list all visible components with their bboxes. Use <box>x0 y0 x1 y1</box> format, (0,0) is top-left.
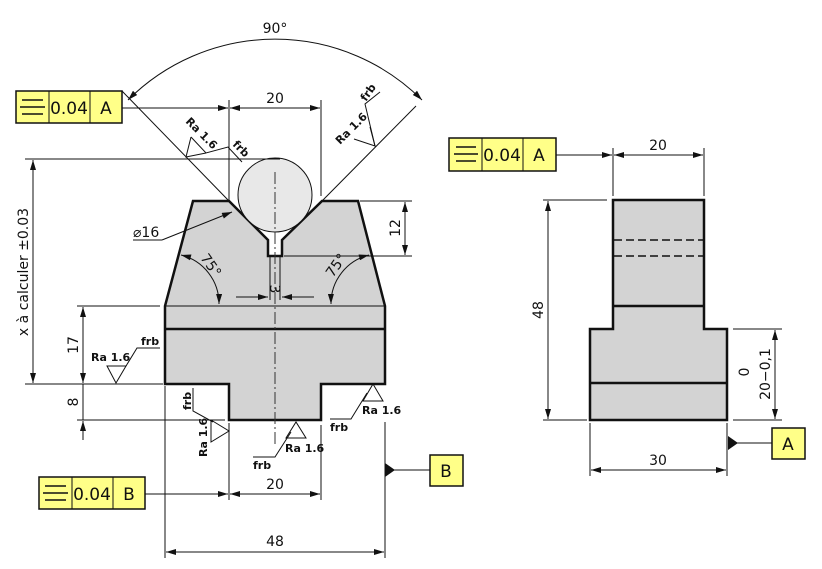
datum-label: A <box>782 435 794 455</box>
fcf-tolerance: 0.04 <box>73 485 111 505</box>
dim-48-side: 48 <box>531 301 547 319</box>
angle-arc-75-right <box>327 254 370 305</box>
dim-48: 48 <box>266 534 284 550</box>
roughness-symbol: Ra 1.6 frb <box>253 421 325 472</box>
svg-text:frb: frb <box>230 138 252 160</box>
dim-tol-upper: 0 <box>737 368 753 377</box>
roughness-symbol: Ra 1.6 frb <box>91 335 160 385</box>
pin-leader <box>161 211 233 241</box>
fcf-tolerance: 0.04 <box>50 99 88 119</box>
angle-leg-right <box>321 105 417 202</box>
fcf-symmetry-b: 0.04 B <box>38 476 146 510</box>
dim-x-calc: x à calculer ±0.03 <box>16 208 32 336</box>
front-view: 90° 20 x à calculer ±0.03 12 ⌀16 75° 75°… <box>15 21 464 558</box>
symmetry-icon <box>20 99 45 115</box>
angle-leg-left <box>121 90 230 202</box>
roughness-symbol: Ra 1.6 frb <box>183 115 252 163</box>
svg-text:Ra 1.6: Ra 1.6 <box>197 417 210 457</box>
svg-text:frb: frb <box>141 335 159 348</box>
fcf-tolerance: 0.04 <box>483 146 521 166</box>
fcf-symmetry-a: 0.04 A <box>15 90 123 124</box>
angle-arc-90 <box>127 38 423 101</box>
svg-text:Ra 1.6: Ra 1.6 <box>91 351 131 364</box>
dim-20-bottom: 20 <box>266 477 284 493</box>
datum-b: B <box>385 454 464 487</box>
svg-text:Ra 1.6: Ra 1.6 <box>333 110 370 147</box>
fcf-symmetry-a-side: 0.04 A <box>448 137 557 172</box>
dim-12: 12 <box>388 219 404 237</box>
dim-20-top: 20 <box>266 91 284 107</box>
svg-text:frb: frb <box>358 81 379 103</box>
symmetry-icon <box>454 146 478 162</box>
symmetry-icon <box>43 485 68 501</box>
svg-text:frb: frb <box>181 392 194 410</box>
dim-17: 17 <box>66 336 82 354</box>
angle-arc-75-left <box>180 254 223 305</box>
dim-pin-diameter: ⌀16 <box>133 225 159 241</box>
dim-8: 8 <box>66 398 82 407</box>
svg-text:Ra 1.6: Ra 1.6 <box>362 404 402 417</box>
fcf-datum: A <box>100 99 112 119</box>
dim-3: 3 <box>266 285 282 294</box>
dim-20-tol: 20−0,1 <box>758 348 774 400</box>
fcf-datum: B <box>123 485 135 505</box>
svg-text:Ra 1.6: Ra 1.6 <box>285 442 325 455</box>
datum-label: B <box>440 462 452 482</box>
dim-30: 30 <box>649 453 667 469</box>
dim-20-side: 20 <box>649 138 667 154</box>
side-body <box>588 198 729 422</box>
svg-text:frb: frb <box>253 459 271 472</box>
roughness-symbol: frb Ra 1.6 <box>181 388 230 457</box>
roughness-symbol: Ra 1.6 frb <box>330 383 402 434</box>
angle-90-label: 90° <box>263 21 288 37</box>
roughness-symbol: Ra 1.6 frb <box>333 81 381 147</box>
side-view: 20 48 0 20−0,1 30 0.04 A A <box>448 137 806 476</box>
datum-a: A <box>728 427 806 460</box>
fcf-datum: A <box>533 146 545 166</box>
svg-text:frb: frb <box>330 421 348 434</box>
